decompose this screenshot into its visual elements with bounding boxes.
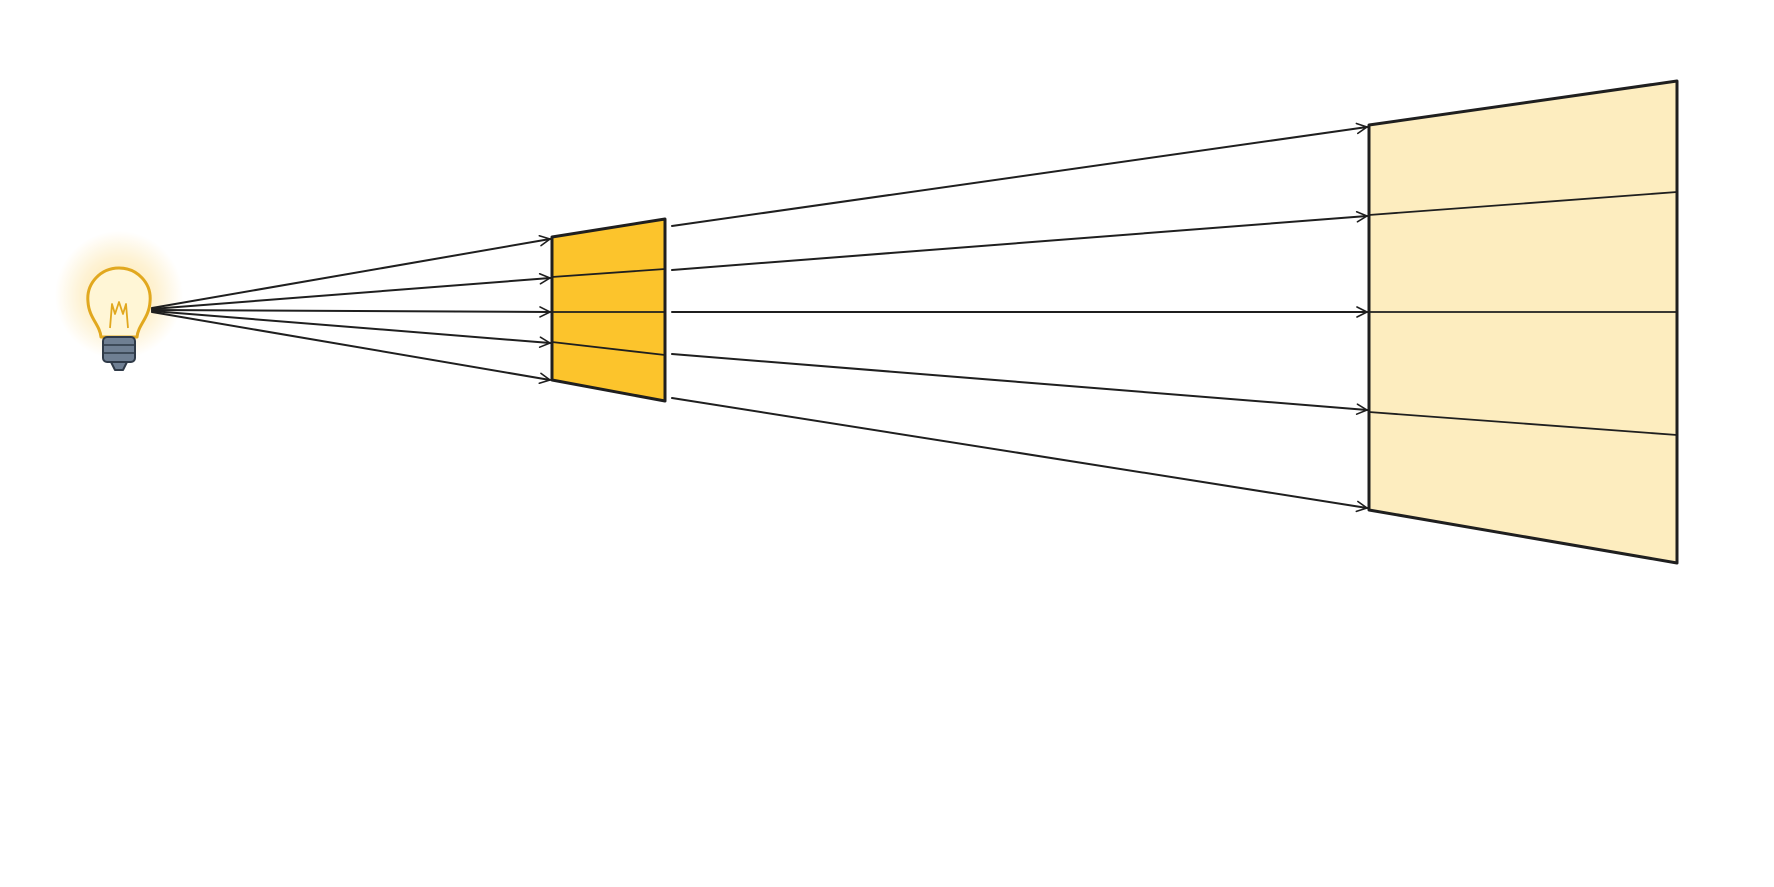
far-panel-divider (1368, 411, 1678, 436)
ray-arrow (671, 397, 1368, 513)
far-panel-divider (1368, 191, 1678, 216)
near-panel (550, 217, 667, 403)
ray-arrow (151, 272, 551, 310)
near-panel-divider (551, 268, 666, 278)
near-panel-divider (551, 341, 666, 356)
ray-arrow (671, 353, 1368, 415)
ray-arrow (151, 310, 551, 348)
bulb-tip (110, 361, 128, 371)
far-panel (1367, 79, 1679, 565)
ray-arrow (671, 122, 1368, 227)
light-bulb-icon (55, 231, 183, 371)
rays-near-to-far (671, 122, 1368, 513)
bulb-base (102, 336, 136, 363)
far-panel-surface (1367, 79, 1679, 565)
rays-source-to-near (151, 234, 551, 385)
ray-arrow (151, 234, 551, 309)
near-panel-surface (550, 217, 667, 403)
bulb-filament (109, 301, 129, 329)
ray-arrow (151, 311, 551, 385)
ray-arrow (671, 210, 1368, 271)
ray-arrow (151, 306, 551, 318)
